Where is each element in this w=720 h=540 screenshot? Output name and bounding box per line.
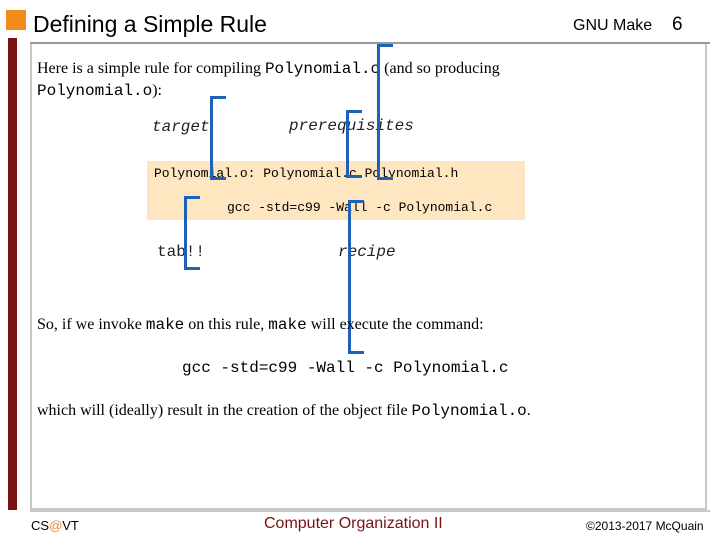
intro-code-1: Polynomial.c: [264, 60, 381, 78]
invoke-code-2: make: [268, 316, 307, 334]
tab-label: tab!!: [157, 243, 206, 261]
prerequisites-top-bracket: [377, 44, 393, 180]
result-code-1: Polynomial.o: [411, 402, 527, 420]
prerequisites-bracket: [346, 110, 362, 178]
footer-cs: CS: [31, 518, 50, 533]
result-paragraph: which will (ideally) result in the creat…: [37, 402, 531, 420]
intro-paragraph: Here is a simple rule for compiling Poly…: [37, 58, 500, 102]
target-bracket: [210, 96, 226, 180]
slide-title: Defining a Simple Rule: [33, 11, 267, 37]
content-frame: [30, 44, 707, 510]
footer-at: @: [49, 518, 63, 533]
footer-course: Computer Organization II: [264, 515, 443, 532]
slide-topic: GNU Make: [573, 17, 653, 34]
invoke-code-1: make: [145, 316, 185, 334]
intro-text-1: Here is a simple rule for compiling: [37, 60, 265, 77]
invoke-text-2: on this rule,: [184, 316, 269, 333]
rule-line: Polynomial.o: Polynomial.c Polynomial.h: [154, 166, 459, 181]
invoke-text-3: will execute the command:: [306, 316, 484, 333]
title-divider: [30, 42, 710, 44]
page-number: 6: [672, 14, 683, 35]
left-accent-bar: [8, 38, 17, 510]
title-accent-square: [6, 10, 26, 30]
prerequisites-label: prerequisites: [289, 117, 414, 135]
tab-bracket: [184, 196, 200, 270]
footer-divider: [30, 510, 710, 512]
invoke-paragraph: So, if we invoke make on this rule, make…: [37, 316, 484, 334]
result-text-2: .: [526, 402, 531, 419]
result-text-1: which will (ideally) result in the creat…: [37, 402, 412, 419]
recipe-label: recipe: [338, 243, 396, 261]
footer-left: CS@VT: [31, 518, 79, 533]
footer-vt: VT: [62, 518, 79, 533]
intro-text-2: (and so producing: [380, 60, 500, 77]
invoke-text-1: So, if we invoke: [37, 316, 146, 333]
target-label: target: [152, 118, 210, 136]
footer-copyright: ©2013-2017 McQuain: [586, 519, 704, 533]
recipe-line: gcc -std=c99 -Wall -c Polynomial.c: [227, 200, 493, 215]
intro-code-2: Polynomial.o: [37, 82, 153, 100]
command-line: gcc -std=c99 -Wall -c Polynomial.c: [182, 359, 509, 377]
recipe-bracket: [348, 200, 364, 354]
intro-text-3: ):: [152, 82, 162, 99]
